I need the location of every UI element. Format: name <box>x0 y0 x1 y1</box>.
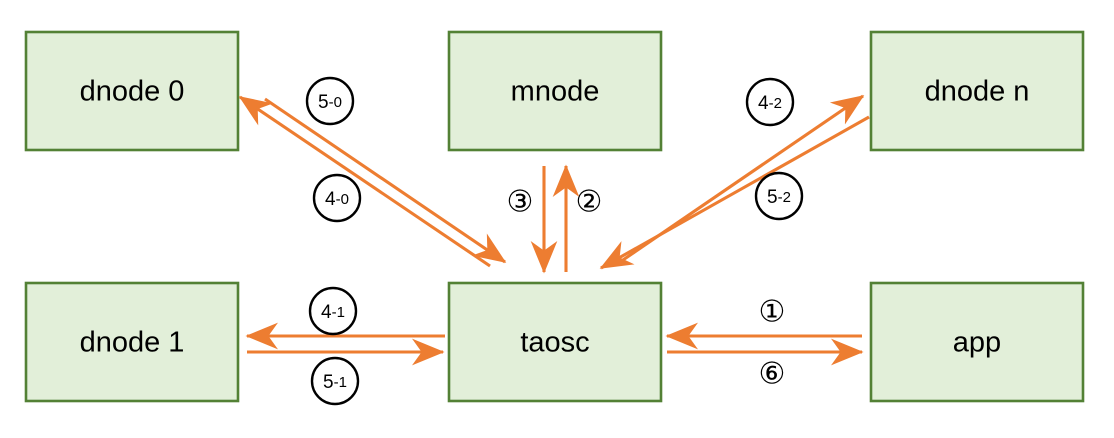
node-label-dnoden: dnode n <box>925 76 1030 108</box>
node-box-app <box>869 281 1085 403</box>
badge-5-0: 5-0 <box>305 76 355 126</box>
badge-circle-4-1 <box>308 286 358 336</box>
node-label-app: app <box>953 327 1001 359</box>
badge-label-4-2: 4-2 <box>758 93 782 114</box>
node-dnode0[interactable]: dnode 0 <box>24 30 240 152</box>
badge-label-2: ② <box>576 185 603 220</box>
node-mnode[interactable]: mnode <box>447 30 663 152</box>
badge-circle-5-2 <box>754 171 804 221</box>
edge-dnoden-to-taosc[interactable] <box>599 115 870 270</box>
edge-dnode0-to-taosc[interactable] <box>264 97 507 264</box>
node-label-mnode: mnode <box>511 76 600 108</box>
badge-circle-5-0 <box>305 76 355 126</box>
node-box-taosc <box>447 281 663 403</box>
node-taosc[interactable]: taosc <box>447 281 663 403</box>
node-dnode1[interactable]: dnode 1 <box>24 281 240 403</box>
node-box-dnode1 <box>24 281 240 403</box>
badge-4-1: 4-1 <box>308 286 358 336</box>
badge-4-2: 4-2 <box>745 77 795 127</box>
badge-label-3: ③ <box>507 185 534 220</box>
badge-label-5-2: 5-2 <box>767 187 791 208</box>
badge-5-1: 5-1 <box>310 356 360 406</box>
badge-4-0: 4-0 <box>312 173 362 223</box>
node-box-dnode0 <box>24 30 240 152</box>
badge-label-6: ⑥ <box>759 357 786 392</box>
edge-taosc-to-dnode0[interactable] <box>238 95 491 268</box>
badge-5-2: 5-2 <box>754 171 804 221</box>
badge-label-1: ① <box>759 295 786 330</box>
badge-label-5-0: 5-0 <box>318 92 342 113</box>
badge-label-4-0: 4-0 <box>325 189 349 210</box>
node-app[interactable]: app <box>869 281 1085 403</box>
node-box-mnode <box>447 30 663 152</box>
node-label-taosc: taosc <box>520 327 589 359</box>
badge-label-5-1: 5-1 <box>323 372 347 393</box>
badge-circle-4-2 <box>745 77 795 127</box>
node-label-dnode1: dnode 1 <box>80 327 185 359</box>
node-label-dnode0: dnode 0 <box>80 76 185 108</box>
node-box-dnoden <box>869 30 1085 152</box>
badge-circle-4-0 <box>312 173 362 223</box>
node-dnoden[interactable]: dnode n <box>869 30 1085 152</box>
badge-label-4-1: 4-1 <box>321 302 345 323</box>
badge-circle-5-1 <box>310 356 360 406</box>
